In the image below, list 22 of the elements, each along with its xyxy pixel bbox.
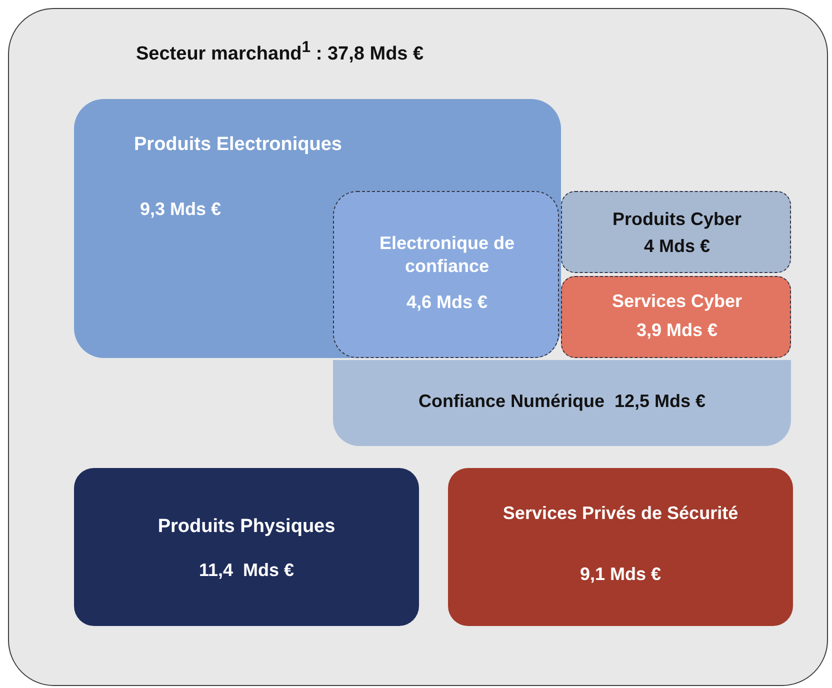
category-label: Produits Cyber (611, 209, 743, 231)
amount-label: 4 Mds € (642, 236, 712, 258)
category-box (448, 468, 793, 626)
amount-label: 9,1 Mds € (578, 564, 662, 586)
category-label: Produits Electroniques (134, 134, 343, 157)
amount-label: 4,6 Mds € (405, 292, 489, 314)
category-box (74, 468, 419, 626)
category-box (561, 191, 791, 273)
category-label: Produits Physiques (156, 516, 336, 539)
category-box (74, 99, 561, 358)
category-label: Secteur marchand$^{1}$ : 37,8 Mds € (136, 39, 425, 66)
category-label: Electronique de confiance (378, 232, 516, 278)
category-label: Confiance Numérique 12,5 Mds € (417, 391, 707, 413)
category-label: Services Privés de Sécurité (502, 504, 740, 523)
amount-label: 9,3 Mds € (140, 199, 222, 221)
category-label: Services Cyber (610, 291, 744, 313)
sector-panel (8, 8, 828, 686)
amount-label: 3,9 Mds € (635, 320, 719, 342)
amount-label: 11,4 Mds € (198, 560, 296, 582)
category-box (333, 191, 559, 358)
category-band (333, 360, 791, 446)
category-box (561, 276, 791, 358)
